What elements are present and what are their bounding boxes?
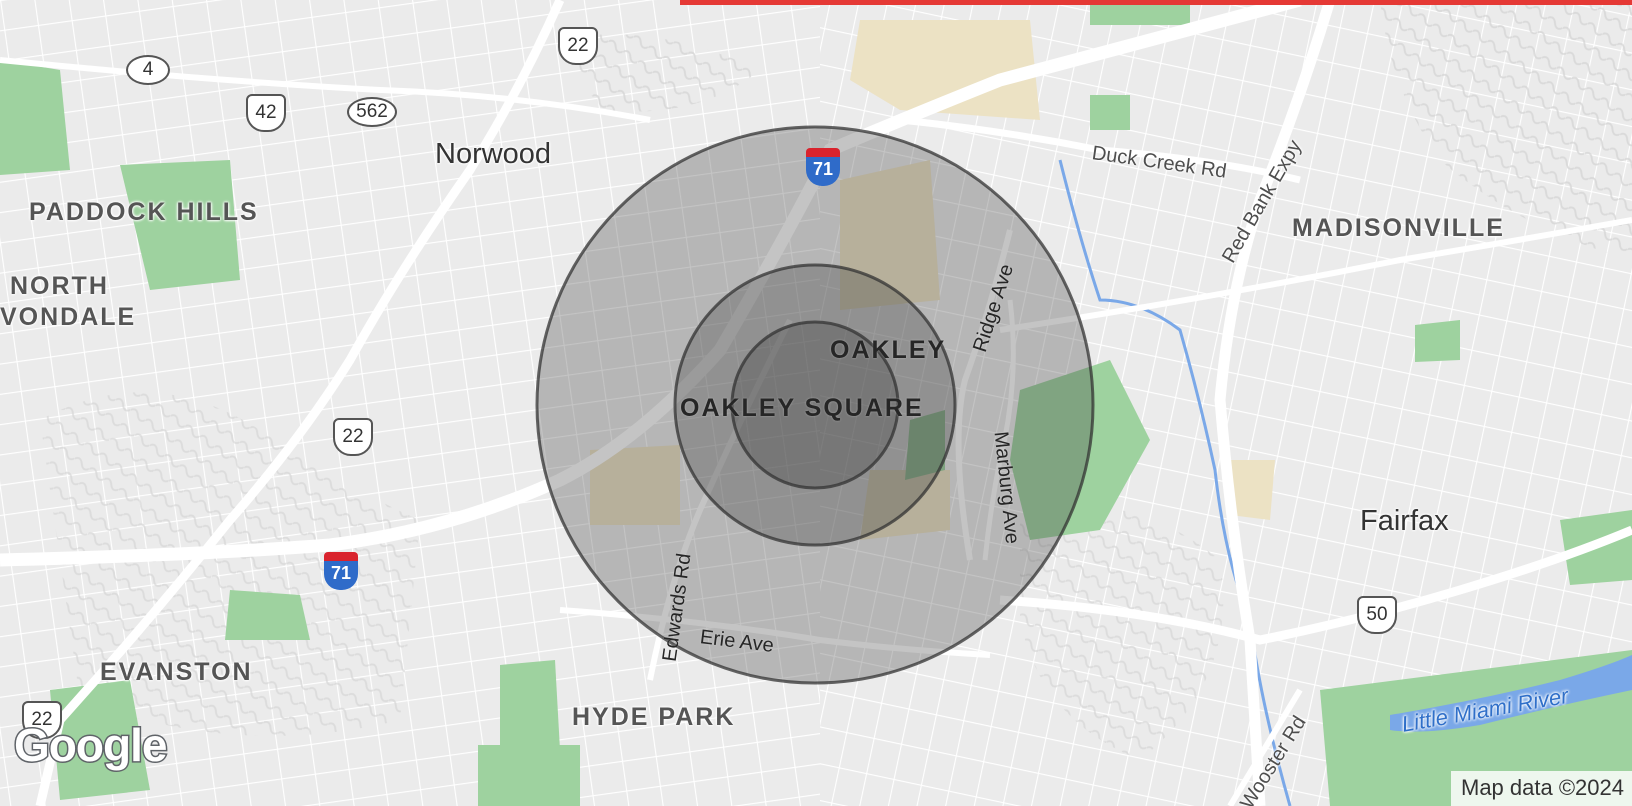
park-oakley-east [1010,360,1150,540]
place-label-hyde-park: HYDE PARK [572,703,736,731]
google-logo: Google [12,718,168,773]
terrain-relief-east [1380,0,1632,260]
radius-middle[interactable] [673,263,957,547]
park-northeast [1090,0,1190,25]
place-label-north-avondale-line1: NORTH [10,272,109,300]
us-22 [35,0,565,806]
interstate-shield-top [324,552,358,561]
place-label-madisonville: MADISONVILLE [1292,214,1505,242]
park-hyde-park-south [478,745,580,806]
park-north-avondale [120,160,240,290]
terrain-relief-north [560,34,760,112]
red-bank-expressway [1214,0,1336,806]
us-route-22-shield-north: 22 [558,27,598,65]
industrial-area-east [1230,460,1275,520]
us-route-22-shield-south: 22 [22,701,62,739]
state-route-4-shield: 4 [126,55,170,85]
norwood-road [0,57,651,123]
park-oakley-small [905,410,945,480]
duck-creek-road [899,116,1301,184]
us-route-22-shield-west: 22 [333,418,373,456]
park-paddock-hills [0,60,70,175]
erie-avenue [559,607,991,658]
place-label-north-avondale-line2: VONDALE [0,303,137,331]
shield-number: 562 [356,101,388,122]
place-label-evanston: EVANSTON [100,658,253,686]
shield-number: 4 [142,59,154,80]
us-route-42-shield: 42 [246,94,286,132]
ridge-avenue [955,229,1013,561]
state-route-562-shield: 562 [347,97,397,127]
shield-number: 22 [31,709,53,730]
radius-outer[interactable] [535,125,1095,685]
interstate-71 [0,0,1302,567]
radius-inner[interactable] [730,320,900,490]
shield-number: 42 [255,102,277,123]
interstate-71-shield-south: 71 [324,552,358,590]
shield-number: 71 [330,563,352,583]
us-50 [999,525,1632,645]
industrial-area-oakley [840,160,940,310]
place-label-norwood: Norwood [435,138,552,170]
interstate-shield-top [806,148,840,157]
terrain-relief-southeast [1020,506,1224,760]
interstate-shield-bottom [324,561,358,590]
industrial-area-north [850,20,1040,120]
madisonville-road [999,217,1632,333]
park-madisonville [1415,320,1460,362]
place-label-paddock-hills: PADDOCK HILLS [29,198,259,226]
park-hyde-park [500,660,560,750]
us-route-50-shield: 50 [1357,596,1397,634]
park-evanston [225,590,310,640]
shield-number: 71 [812,159,834,179]
top-accent-bar [680,0,1632,5]
wooster-road [1227,688,1303,806]
terrain-relief-west [40,392,420,736]
park-madisonville-north [1090,95,1130,130]
interstate-71-shield-north: 71 [806,148,840,186]
place-label-fairfax: Fairfax [1360,505,1449,537]
industrial-area-west [590,445,680,525]
little-miami-river [1390,655,1632,732]
place-label-oakley: OAKLEY [830,336,947,364]
place-label-oakley-square: OAKLEY SQUARE [680,394,924,422]
interstate-shield-bottom [806,157,840,186]
shield-number: 22 [567,35,589,56]
shield-number: 50 [1366,604,1388,625]
shield-number: 22 [342,426,364,447]
map-attribution[interactable]: Map data ©2024 [1451,771,1632,806]
marburg-avenue [982,299,1016,561]
